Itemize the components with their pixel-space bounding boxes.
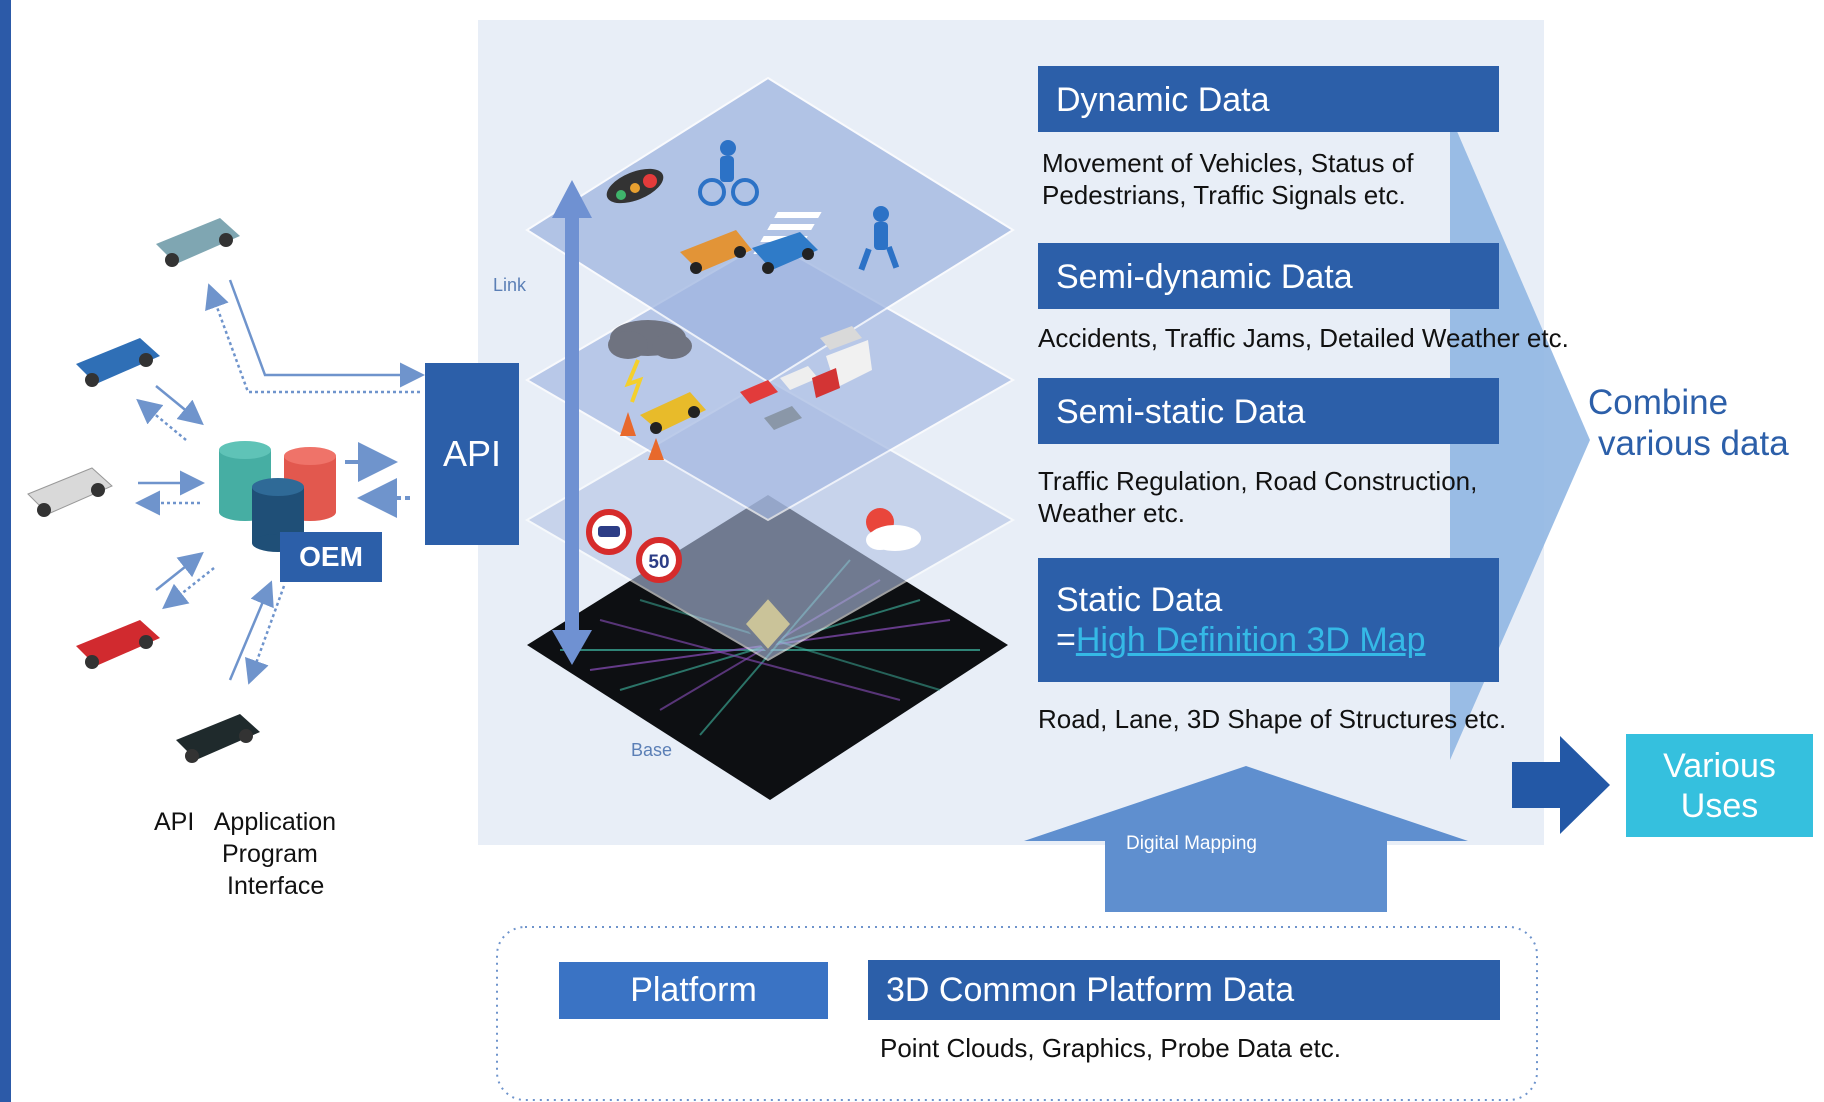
api-caption-line2: Program — [222, 840, 318, 868]
various-uses-box: Various Uses — [1626, 734, 1813, 837]
traffic-light-icon — [606, 168, 664, 204]
no-vehicles-sign-icon — [586, 509, 632, 555]
dynamic-data-desc-line2: Pedestrians, Traffic Signals etc. — [1042, 180, 1406, 210]
dynamic-data-title: Dynamic Data — [1056, 81, 1270, 119]
api-caption-line1: API Application — [154, 808, 337, 836]
oem-label: OEM — [299, 541, 363, 572]
cyclist-icon — [698, 140, 759, 206]
api-caption-line3: Interface — [227, 872, 325, 900]
common-platform-data-box: 3D Common Platform Data — [868, 960, 1500, 1020]
static-data-box: Static Data =High Definition 3D Map — [1038, 558, 1499, 682]
semi-dynamic-data-box: Semi-dynamic Data — [1038, 243, 1499, 309]
speed-limit-sign-icon: 50 — [636, 537, 682, 583]
traffic-cone-icon — [620, 412, 664, 460]
combine-label: Combine various data — [1588, 382, 1789, 464]
link-label: Link — [493, 275, 527, 295]
crashed-car-icon — [640, 392, 706, 434]
various-uses-line2: Uses — [1680, 786, 1759, 825]
semi-static-data-desc-line1: Traffic Regulation, Road Construction, — [1038, 466, 1478, 496]
oem-box: OEM — [280, 532, 382, 582]
storm-cloud-icon — [608, 320, 692, 403]
semi-dynamic-data-desc: Accidents, Traffic Jams, Detailed Weathe… — [1038, 323, 1569, 353]
static-data-title: Static Data — [1056, 581, 1223, 619]
static-data-desc: Road, Lane, 3D Shape of Structures etc. — [1038, 704, 1507, 734]
platform-label-box: Platform — [559, 962, 828, 1019]
vehicle-icon-1 — [156, 218, 240, 267]
semi-static-data-title: Semi-static Data — [1056, 393, 1306, 431]
vehicle-icon-4 — [76, 620, 160, 669]
static-data-subtitle: =High Definition 3D Map — [1056, 620, 1499, 660]
semi-static-data-desc: Traffic Regulation, Road Construction, W… — [1038, 465, 1477, 529]
api-label: API — [442, 433, 502, 474]
svg-text:50: 50 — [648, 552, 669, 573]
dynamic-data-desc-line1: Movement of Vehicles, Status of — [1042, 148, 1414, 178]
vehicle-icon-2 — [76, 338, 160, 387]
semi-static-data-box: Semi-static Data — [1038, 378, 1499, 444]
semi-dynamic-data-title: Semi-dynamic Data — [1056, 258, 1353, 296]
traffic-jam-icon — [740, 326, 872, 430]
base-label: Base — [631, 740, 673, 760]
digital-mapping-arrow — [1024, 766, 1468, 912]
various-uses-line1: Various — [1663, 746, 1776, 785]
base-arrow-head-down — [552, 630, 592, 665]
combine-line2: various data — [1598, 424, 1789, 463]
vehicle-icon-5 — [176, 714, 260, 763]
sun-cloud-icon — [866, 508, 921, 551]
pedestrian-icon — [858, 206, 900, 271]
common-platform-data-title: 3D Common Platform Data — [886, 971, 1295, 1009]
vehicle-oem-arrows — [135, 279, 425, 685]
static-data-prefix: = — [1056, 621, 1076, 659]
to-various-uses-arrow — [1512, 736, 1610, 834]
dynamic-data-desc: Movement of Vehicles, Status of Pedestri… — [1042, 147, 1413, 211]
link-arrow-head-up — [552, 180, 592, 218]
combine-line1: Combine — [1588, 383, 1729, 422]
semi-static-data-desc-line2: Weather etc. — [1038, 498, 1185, 528]
blue-car-icon — [752, 232, 818, 274]
dynamic-data-box: Dynamic Data — [1038, 66, 1499, 132]
link-arrow-shaft — [565, 205, 579, 635]
vehicle-icon-3 — [27, 467, 113, 517]
left-edge-bar — [0, 0, 11, 1102]
platform-label: Platform — [630, 971, 757, 1009]
hd-3d-map-link[interactable]: High Definition 3D Map — [1075, 621, 1426, 659]
oem-api-arrows — [345, 442, 410, 518]
platform-container — [496, 926, 1538, 1101]
api-box: API — [425, 363, 519, 545]
common-platform-data-desc: Point Clouds, Graphics, Probe Data etc. — [880, 1033, 1342, 1063]
digital-mapping-label: Digital Mapping — [1126, 833, 1257, 854]
api-caption: API Application Program Interface — [154, 806, 336, 902]
orange-car-icon — [680, 230, 752, 274]
database-icon — [219, 441, 336, 552]
